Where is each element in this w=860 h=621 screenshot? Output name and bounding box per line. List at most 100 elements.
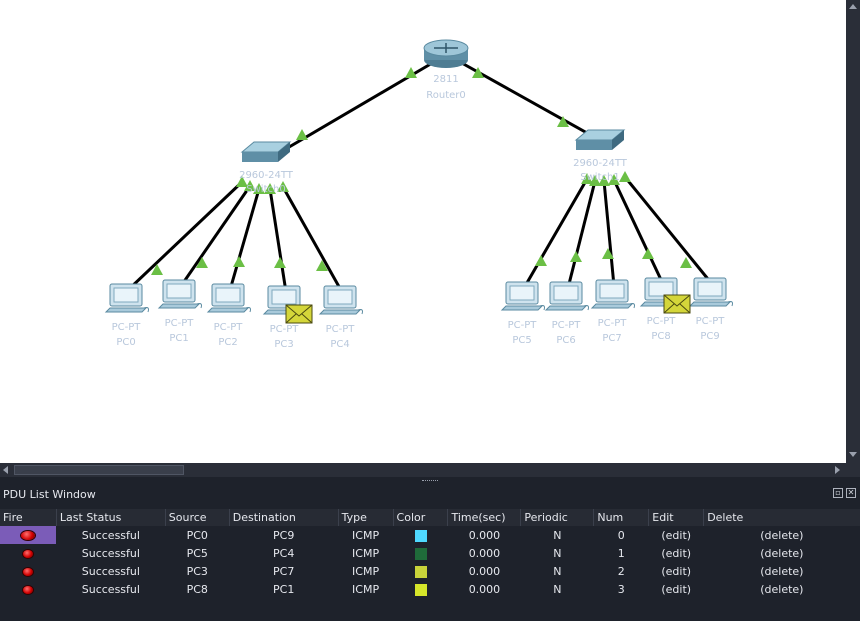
col-edit[interactable]: Edit — [648, 509, 705, 526]
pc-name-label: PC0 — [116, 337, 135, 348]
scrollbar-thumb[interactable] — [14, 465, 184, 475]
pc-name-label: PC7 — [602, 333, 621, 344]
type-cell: ICMP — [352, 564, 380, 578]
link-up-indicator-icon — [296, 129, 308, 140]
edit-link[interactable]: (edit) — [661, 546, 692, 560]
panel-splitter[interactable] — [0, 477, 860, 486]
link-switch-pc[interactable] — [623, 176, 714, 285]
link-up-indicator-icon — [642, 248, 654, 259]
mouse-icon — [143, 307, 149, 313]
scroll-left-icon[interactable] — [3, 466, 8, 474]
source-cell: PC3 — [186, 564, 208, 578]
pdu-window-title: PDU List Window — [3, 488, 96, 501]
link-up-indicator-icon — [602, 248, 614, 259]
type-cell: ICMP — [352, 528, 380, 542]
destination-cell: PC7 — [273, 564, 295, 578]
scroll-right-icon[interactable] — [835, 466, 840, 474]
fire-button[interactable] — [0, 562, 56, 580]
fire-icon[interactable] — [21, 531, 36, 540]
col-time[interactable]: Time(sec) — [447, 509, 522, 526]
fire-icon[interactable] — [23, 549, 34, 558]
col-num[interactable]: Num — [593, 509, 650, 526]
last-status-cell: Successful — [81, 564, 140, 578]
scroll-up-icon[interactable] — [849, 4, 857, 9]
close-window-icon[interactable]: ✕ — [846, 488, 856, 498]
delete-link[interactable]: (delete) — [760, 564, 804, 578]
pc-model-label: PC-PT — [165, 318, 195, 329]
fire-icon[interactable] — [23, 567, 34, 576]
vertical-scrollbar[interactable] — [846, 0, 860, 463]
mouse-icon — [245, 307, 251, 313]
envelope-icon[interactable] — [663, 294, 691, 314]
col-delete[interactable]: Delete — [703, 509, 860, 526]
last-status-cell: Successful — [81, 546, 140, 560]
col-color[interactable]: Color — [393, 509, 449, 526]
fire-button[interactable] — [0, 580, 56, 598]
scroll-down-icon[interactable] — [849, 452, 857, 457]
num-cell: 3 — [617, 582, 625, 596]
fire-button[interactable] — [0, 526, 57, 544]
link-up-indicator-icon — [619, 171, 631, 182]
pc-model-label: PC-PT — [552, 320, 582, 331]
fire-icon[interactable] — [23, 585, 34, 594]
col-type[interactable]: Type — [338, 509, 394, 526]
link-switch-pc[interactable] — [566, 180, 597, 289]
color-swatch — [414, 547, 427, 560]
link-up-indicator-icon — [151, 264, 163, 275]
link-switch-pc[interactable] — [268, 188, 288, 293]
link-switch-pc[interactable] — [228, 188, 261, 291]
float-window-icon[interactable]: ▫ — [833, 488, 843, 498]
edit-link[interactable]: (edit) — [661, 582, 692, 596]
link-switch-pc[interactable] — [126, 180, 244, 292]
link-switch-pc[interactable] — [179, 185, 252, 287]
source-cell: PC8 — [186, 582, 208, 596]
color-swatch — [414, 529, 427, 542]
col-last-status[interactable]: Last Status — [56, 509, 166, 526]
col-source[interactable]: Source — [165, 509, 230, 526]
link-switch-pc[interactable] — [281, 186, 344, 293]
delete-link[interactable]: (delete) — [760, 546, 804, 560]
periodic-cell: N — [553, 546, 562, 560]
link-switch-pc[interactable] — [612, 179, 665, 285]
edit-link[interactable]: (edit) — [661, 564, 692, 578]
splitter-grip-icon[interactable] — [422, 480, 438, 483]
col-periodic[interactable]: Periodic — [520, 509, 595, 526]
link-router-switch1[interactable] — [459, 60, 597, 140]
fire-button[interactable] — [0, 544, 56, 562]
pdu-list-table: Fire Last Status Source Destination Type… — [0, 509, 860, 598]
periodic-cell: N — [553, 582, 562, 596]
time-cell: 0.000 — [468, 582, 501, 596]
col-destination[interactable]: Destination — [229, 509, 339, 526]
delete-link[interactable]: (delete) — [760, 582, 804, 596]
mouse-icon — [539, 305, 545, 311]
col-fire[interactable]: Fire — [0, 509, 57, 526]
time-cell: 0.000 — [468, 546, 501, 560]
link-switch-pc[interactable] — [602, 180, 616, 287]
link-switch-pc[interactable] — [522, 178, 589, 289]
delete-link[interactable]: (delete) — [760, 528, 804, 542]
link-up-indicator-icon — [589, 175, 601, 186]
edit-link[interactable]: (edit) — [661, 528, 692, 542]
horizontal-scrollbar[interactable] — [0, 463, 846, 477]
source-cell: PC5 — [186, 546, 208, 560]
envelope-icon[interactable] — [285, 304, 313, 324]
color-cell — [393, 544, 448, 562]
periodic-cell: N — [553, 528, 562, 542]
time-cell: 0.000 — [468, 528, 501, 542]
